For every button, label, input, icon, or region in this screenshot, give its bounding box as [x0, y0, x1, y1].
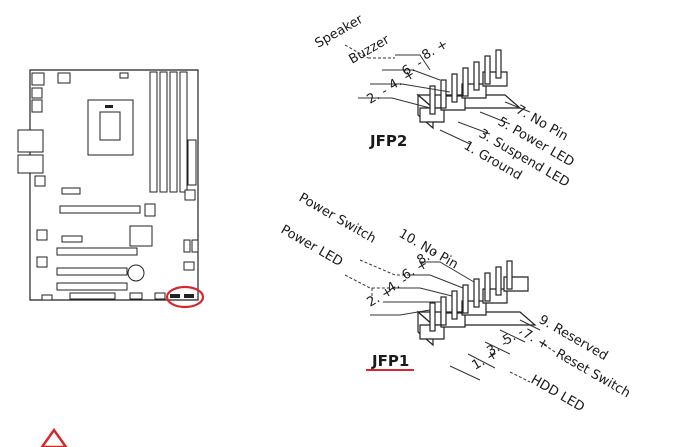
jfp2-diagram: Speaker Buzzer 8. + 6. - 4. + 2. - 7. No…	[313, 12, 577, 191]
jfp2-pins	[429, 49, 502, 115]
jfp2-pin2: 2. -	[365, 84, 391, 108]
motherboard-outline	[17, 69, 199, 301]
jfp1-hdd-led-label: HDD LED	[528, 372, 587, 415]
jfp2-speaker-label: Speaker	[313, 12, 367, 52]
jfp1-title: JFP1	[371, 352, 409, 370]
jfp1-power-led-label: Power LED	[278, 222, 345, 269]
jfp2-title: JFP2	[369, 132, 407, 150]
jfp1-diagram: Power Switch Power LED 10. No Pin 8. - 6…	[278, 190, 633, 415]
jfp1-pins	[429, 260, 513, 332]
jfp2-buzzer-label: Buzzer	[347, 32, 393, 67]
front-panel-highlight	[165, 285, 205, 309]
warning-triangle-icon	[40, 427, 68, 447]
jfp2-pin8: 8. +	[420, 37, 451, 64]
